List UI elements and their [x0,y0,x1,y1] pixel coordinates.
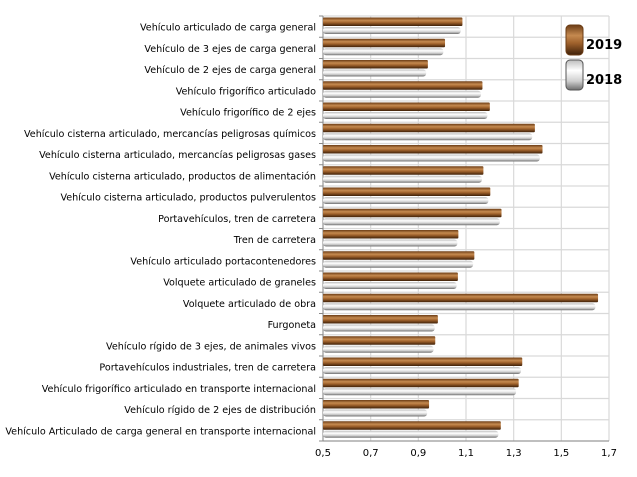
bar-2018 [323,90,482,98]
category-label: Vehículo rígido de 2 ejes de distribució… [124,404,316,416]
bar-2019 [323,81,483,90]
category-label: Vehículo cisterna articulado, productos … [60,192,316,204]
x-tick-label: 1,5 [553,448,569,459]
legend-label-2019: 2019 [586,38,622,53]
bar-2018 [323,69,427,77]
category-label: Volquete articulado de obra [183,299,316,310]
category-label: Vehículo cisterna articulado, mercancías… [24,128,316,140]
legend-swatch-2018 [565,59,584,91]
bar-2019 [323,421,501,430]
bar-2018 [323,112,488,119]
bar-2018 [323,367,522,374]
bar-2018 [323,218,500,226]
bar-2018 [323,175,482,183]
category-label: Vehículo de 2 ejes de carga general [144,64,316,76]
bar-2019 [323,17,463,26]
bar-2018 [323,409,428,417]
bar-2018 [323,324,435,332]
category-label: Vehículo de 3 ejes de carga general [144,43,316,55]
legend-label-2018: 2018 [586,73,622,88]
x-tick-label: 1,3 [506,448,522,459]
category-label: Vehículo frigorífico articulado en trans… [42,383,316,395]
category-label: Volquete articulado de graneles [163,278,316,289]
bar-2018 [323,48,444,56]
category-label: Vehículo cisterna articulado, productos … [49,170,316,182]
bar-2019 [323,187,491,196]
bar-2019 [323,60,428,69]
x-tick-label: 0,7 [363,448,379,459]
bar-2018 [323,133,533,141]
bar-2019 [323,145,543,154]
bar-2018 [323,282,457,289]
x-tick-label: 0,5 [315,448,331,459]
bar-2019 [323,102,490,111]
bar-2019 [323,357,523,366]
bar-2018 [323,239,458,247]
category-label: Vehículo articulado de carga general [140,22,316,34]
category-label: Vehículo frigorífico de 2 ejes [180,107,316,119]
category-label: Vehículo rígido de 3 ejes, de animales v… [106,340,316,352]
bar-2019 [323,123,535,133]
bar-2019 [323,208,502,218]
category-label: Portavehículos industriales, tren de car… [99,362,316,374]
category-label: Vehículo cisterna articulado, mercancías… [39,149,316,161]
bar-2019 [323,336,436,345]
bar-2018 [323,388,517,396]
bar-2019 [323,230,459,239]
bar-2018 [323,154,540,162]
category-label: Vehículo Articulado de carga general en … [5,425,316,437]
bar-2019 [323,378,519,388]
bar-2018 [323,260,474,268]
bar-2018 [323,345,434,353]
category-label: Vehículo frigorífico articulado [176,85,316,97]
x-tick-label: 0,9 [410,448,426,459]
bar-2018 [323,430,499,438]
bar-2018 [323,303,596,311]
bar-2019 [323,38,446,48]
category-label: Furgoneta [268,320,316,331]
bar-2018 [323,197,489,204]
bar-2019 [323,251,475,260]
bar-2019 [323,400,430,409]
category-label: Tren de carretera [233,235,316,246]
category-label: Portavehículos, tren de carretera [158,213,316,225]
category-label: Vehículo articulado portacontenedores [130,255,316,267]
bar-2019 [323,293,599,303]
bar-2019 [323,315,438,324]
bar-2019 [323,166,484,175]
x-tick-label: 1,1 [458,448,474,459]
bar-2019 [323,272,458,281]
x-tick-label: 1,7 [601,448,617,459]
bar-2018 [323,27,461,34]
legend-swatch-2019 [565,24,584,56]
